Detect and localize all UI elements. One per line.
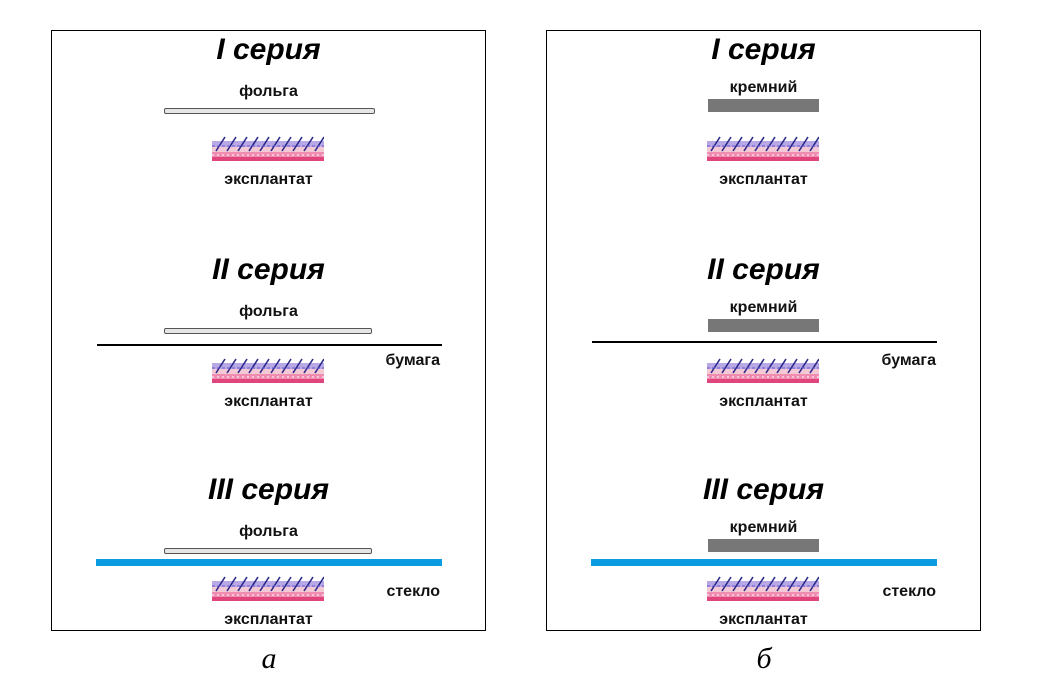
paper-barrier xyxy=(97,344,442,346)
explant-icon xyxy=(212,357,325,390)
material-label: кремний xyxy=(729,519,798,536)
material-label: фольга xyxy=(239,523,298,540)
explant-icon xyxy=(707,357,820,390)
foil-layer xyxy=(164,108,375,114)
sample-label: эксплантат xyxy=(224,611,313,628)
sample-label: эксплантат xyxy=(719,393,808,410)
panel-b: I серия кремний эксплантат II серия кремний б… xyxy=(546,30,981,631)
series-title: II серия xyxy=(212,253,325,286)
silicon-layer xyxy=(708,99,819,112)
material-label: кремний xyxy=(729,299,798,316)
barrier-label: стекло xyxy=(882,583,936,600)
glass-barrier xyxy=(96,559,442,566)
barrier-label: стекло xyxy=(386,583,440,600)
panel-caption: б xyxy=(756,642,772,675)
sample-label: эксплантат xyxy=(224,171,313,188)
barrier-label: бумага xyxy=(385,352,440,369)
barrier-label: бумага xyxy=(881,352,936,369)
series-title: III серия xyxy=(207,473,330,506)
material-label: фольга xyxy=(239,83,298,100)
panel-caption: а xyxy=(261,642,277,675)
sample-label: эксплантат xyxy=(719,611,808,628)
paper-barrier xyxy=(592,341,937,343)
explant-icon xyxy=(212,135,325,168)
silicon-layer xyxy=(708,539,819,552)
foil-layer xyxy=(164,328,372,334)
explant-icon xyxy=(707,135,820,168)
series-title: III серия xyxy=(702,473,825,506)
sample-label: эксплантат xyxy=(719,171,808,188)
material-label: фольга xyxy=(239,303,298,320)
explant-icon xyxy=(707,575,820,608)
sample-label: эксплантат xyxy=(224,393,313,410)
foil-layer xyxy=(164,548,372,554)
series-title: II серия xyxy=(707,253,820,286)
material-label: кремний xyxy=(729,79,798,96)
explant-icon xyxy=(212,575,325,608)
panel-a: I серия фольга эксплантат II серия фольга бум… xyxy=(51,30,486,631)
series-title: I серия xyxy=(216,33,321,66)
silicon-layer xyxy=(708,319,819,332)
glass-barrier xyxy=(591,559,937,566)
series-title: I серия xyxy=(711,33,816,66)
